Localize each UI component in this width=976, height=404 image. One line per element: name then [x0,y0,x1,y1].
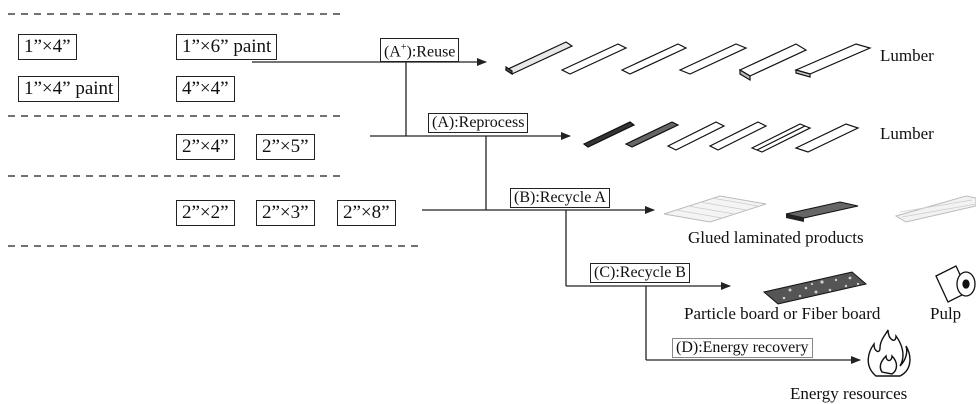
lumber-board-icon [624,121,680,148]
lumber-board-icon [560,43,628,75]
route-label-recycle-b: (C):Recycle B [590,263,690,283]
lumber-size-box: 1”×6” paint [176,34,278,60]
reuse-lumber-group [504,41,872,82]
lumber-board-icon [708,121,768,151]
lumber-size-box: 2”×2” [176,200,235,226]
toilet-paper-roll-icon [935,265,976,303]
lumber-board-icon [678,43,748,75]
product-label-particle-board: Particle board or Fiber board [684,304,881,323]
route-label-reprocess: (A):Reprocess [428,113,529,133]
lumber-board-icon [738,43,808,82]
lumber-board-icon [666,121,726,151]
lumber-size-box: 1”×4” paint [18,76,120,102]
glued-laminated-icon [663,195,976,223]
lumber-size-box: 2”×5” [256,134,315,160]
lumber-size-box: 2”×3” [256,200,315,226]
product-label-lumber-reuse: Lumber [880,46,934,65]
flow-lines [252,58,861,364]
lumber-board-icon [750,123,812,153]
lumber-board-icon [582,121,636,148]
product-label-glued-laminated: Glued laminated products [688,228,864,247]
group-separators [8,13,418,247]
route-label-reuse-rest: ):Reuse [406,43,456,61]
lumber-board-icon [504,41,574,76]
product-label-pulp: Pulp [930,304,962,323]
lumber-size-box: 2”×8” [337,200,396,226]
lumber-size-box: 1”×4” [18,34,77,60]
particle-board-icon [762,271,868,305]
product-label-energy-resources: Energy resources [790,384,908,403]
route-label-reuse-sup: + [400,42,407,53]
product-label-lumber-reprocess: Lumber [880,124,934,143]
lumber-board-icon [620,43,688,75]
reprocess-lumber-group [582,121,860,153]
route-label-recycle-a: (B):Recycle A [510,188,610,208]
route-label-reuse: (A+):Reuse [380,38,460,63]
lumber-size-box: 2”×4” [176,134,235,160]
lumber-size-box: 4”×4” [176,76,235,102]
lumber-board-icon [794,123,860,153]
lumber-board-icon [794,43,872,78]
fire-icon [867,329,911,377]
route-label-energy-recovery: (D):Energy recovery [672,338,813,358]
route-label-reuse-main: (A [384,43,401,61]
